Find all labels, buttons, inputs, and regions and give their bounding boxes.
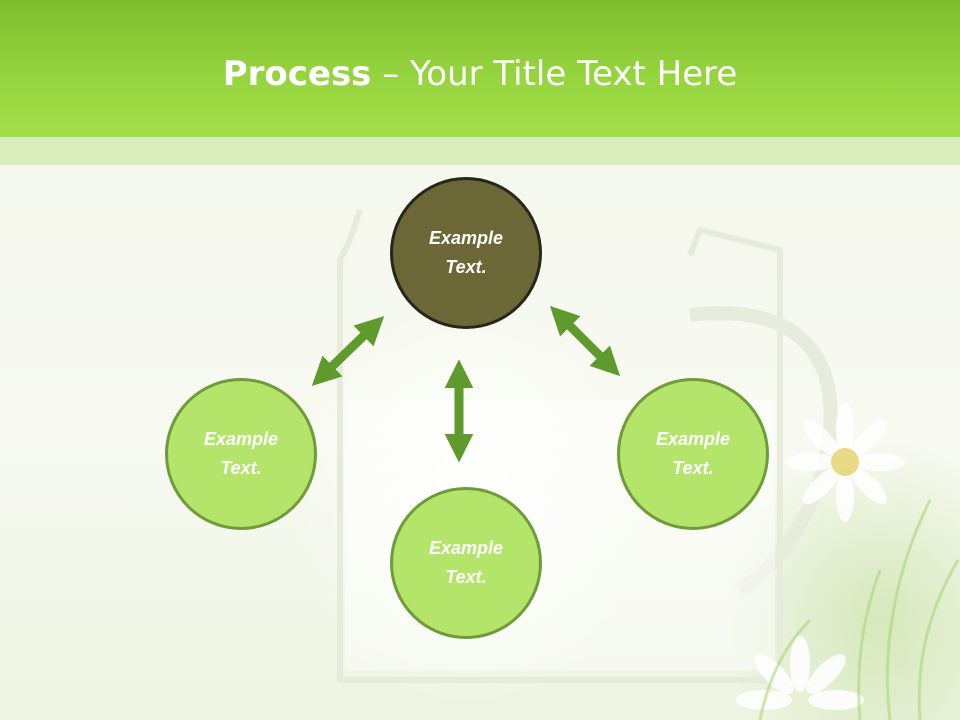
process-node-left: Example Text. xyxy=(165,378,317,530)
node-label: Example Text. xyxy=(428,228,504,277)
arrow-center-right xyxy=(549,305,621,377)
process-node-right: Example Text. xyxy=(617,378,769,530)
title-bold-part: Process xyxy=(222,54,372,94)
node-label: Example Text. xyxy=(655,429,731,478)
process-node-center: Example Text. xyxy=(390,177,542,329)
daisy-flower-illustration xyxy=(736,402,905,710)
slide-title: Process – Your Title Text Here xyxy=(0,52,960,96)
title-rest-part: – Your Title Text Here xyxy=(371,54,738,94)
grass-illustration xyxy=(758,499,960,720)
node-label: Example Text. xyxy=(428,538,504,587)
process-node-bottom: Example Text. xyxy=(390,487,542,639)
node-label: Example Text. xyxy=(203,429,279,478)
arrow-center-left xyxy=(311,315,385,387)
title-banner xyxy=(0,0,960,137)
title-underband xyxy=(0,137,960,165)
